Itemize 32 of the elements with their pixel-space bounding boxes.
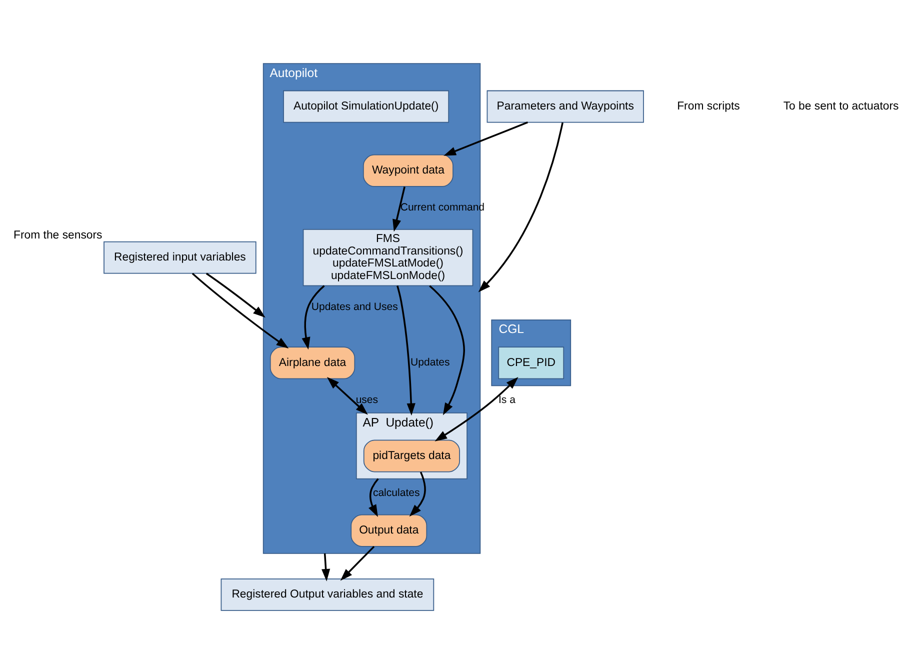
arrow bbox=[409, 471, 426, 516]
arrow bbox=[429, 284, 465, 415]
node-box: FMS updateCommandTransitions() updateFMSLatMode() updateFMSLonMode() bbox=[302, 228, 474, 286]
arrow bbox=[444, 121, 528, 156]
node-label: From the sensors bbox=[14, 229, 102, 242]
node-box: Airplane data bbox=[270, 346, 356, 379]
label: To be sent to actuators bbox=[783, 100, 899, 112]
arrow bbox=[192, 272, 289, 348]
arrow bbox=[302, 284, 325, 350]
edge-label: Updates bbox=[410, 356, 450, 368]
arrow bbox=[340, 545, 375, 580]
edge-label: uses bbox=[356, 393, 378, 406]
node-box: Registered input variables bbox=[104, 240, 256, 274]
arrow bbox=[326, 376, 368, 414]
label: From scripts bbox=[677, 100, 740, 112]
edge-label: Is a bbox=[498, 393, 516, 406]
arrow bbox=[396, 285, 416, 416]
arrow bbox=[434, 376, 518, 441]
edge-label: Updates and Uses bbox=[311, 300, 398, 312]
edge-label: calculates bbox=[372, 486, 420, 499]
node-box: Autopilot SimulationUpdate() bbox=[283, 90, 450, 122]
arrow bbox=[322, 552, 330, 581]
arrow bbox=[368, 478, 379, 517]
node-box: Waypoint data bbox=[362, 154, 454, 186]
arrow bbox=[206, 272, 266, 318]
node-box: Output data bbox=[350, 514, 428, 546]
arrow bbox=[392, 186, 406, 232]
arrow bbox=[478, 122, 564, 292]
node-box: Registered Output variables and state bbox=[220, 578, 434, 610]
node-box: Parameters and Waypoints bbox=[486, 90, 644, 122]
node-box: CPE_PID bbox=[498, 346, 564, 379]
node-box: pidTargets data bbox=[363, 439, 460, 472]
